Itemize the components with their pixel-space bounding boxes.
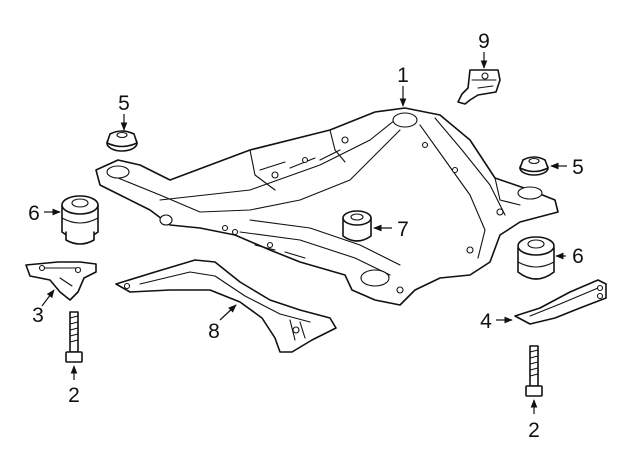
callout-8: 8 <box>208 320 220 343</box>
brace-part-4 <box>514 279 607 325</box>
bolt-part-2-left <box>65 311 83 363</box>
callout-5-left: 5 <box>118 92 130 115</box>
callout-2-right: 2 <box>528 419 540 442</box>
insulator-part-5-right <box>519 156 549 176</box>
bolt-part-2-right <box>525 345 543 397</box>
callout-5-right: 5 <box>572 156 584 179</box>
bracket-part-3 <box>25 261 97 301</box>
callout-9: 9 <box>478 30 490 53</box>
callout-1: 1 <box>397 64 409 87</box>
callout-4: 4 <box>480 310 492 333</box>
bushing-part-6-left <box>61 195 99 245</box>
leader-3 <box>41 289 55 307</box>
bushing-part-6-right <box>517 236 555 280</box>
brace-part-8 <box>115 259 337 353</box>
subframe-part <box>95 107 559 306</box>
leader-8 <box>219 304 237 321</box>
callout-6-left: 6 <box>28 202 40 225</box>
callout-3: 3 <box>32 304 44 327</box>
callout-2-left: 2 <box>68 384 80 407</box>
insulator-part-5-left <box>106 130 138 152</box>
bracket-part-9 <box>457 69 501 105</box>
callout-7: 7 <box>397 218 409 241</box>
leader-lines <box>41 52 567 414</box>
spacer-part-7 <box>342 210 372 242</box>
callout-labels: 1 9 5 5 6 6 7 3 4 8 2 2 <box>28 30 584 442</box>
callout-6-right: 6 <box>572 245 584 268</box>
